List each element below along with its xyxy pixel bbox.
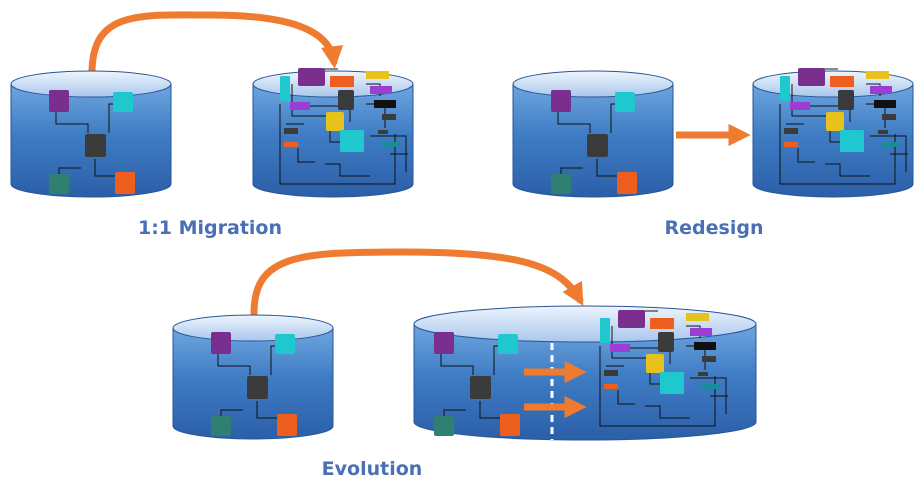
- migration-target-database: [252, 67, 414, 198]
- migration-group: 1:1 Migration: [10, 11, 414, 239]
- migration-label: 1:1 Migration: [138, 217, 282, 239]
- evolution-source-database: [172, 314, 334, 440]
- evolution-group: Evolution: [172, 248, 757, 477]
- redesign-source-database: [512, 70, 674, 198]
- migration-source-database: [10, 70, 172, 198]
- migration-arrow: [88, 11, 344, 77]
- evolution-label: Evolution: [322, 458, 423, 477]
- redesign-group: Redesign: [512, 67, 914, 239]
- redesign-label: Redesign: [665, 217, 764, 239]
- evolution-arrow: [250, 248, 584, 317]
- evolution-target-database: [413, 305, 757, 441]
- redesign-target-database: [752, 67, 914, 198]
